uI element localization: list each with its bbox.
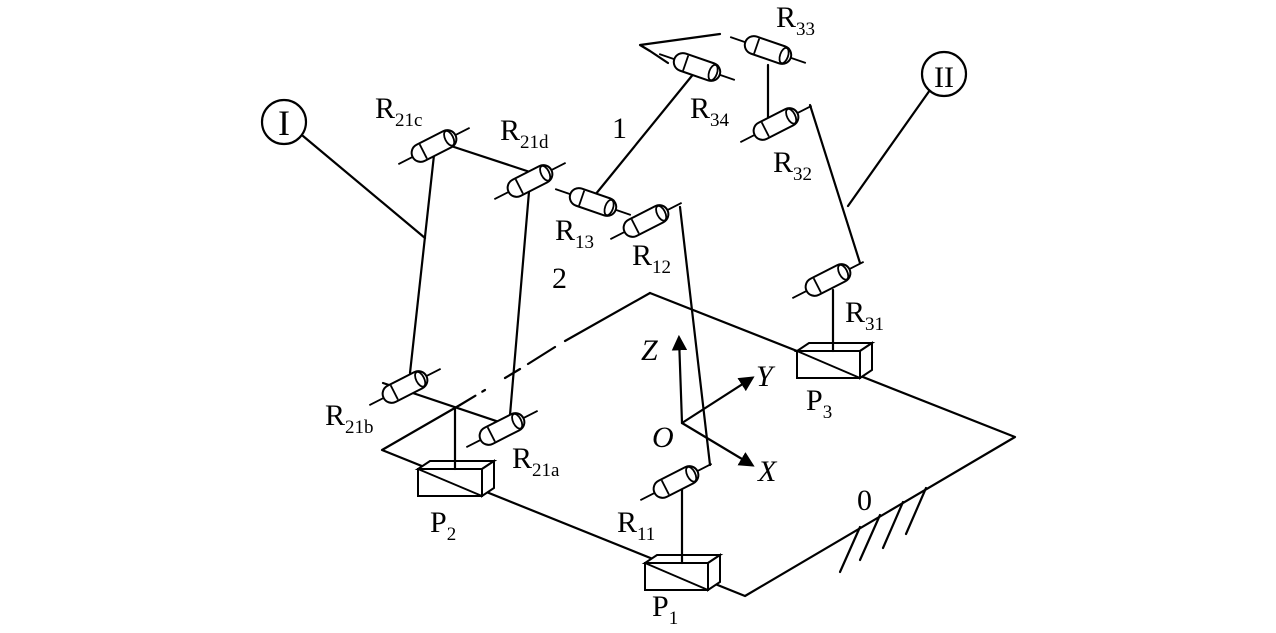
joint-r21b [364, 359, 446, 415]
label-r34: R34 [690, 92, 730, 131]
revolute-joints [364, 27, 869, 510]
joint-labels: R33 R34 R32 R31 R21c R21d R21b R21a R13 … [325, 1, 884, 629]
label-r21d: R21d [500, 114, 549, 153]
joint-r32 [735, 96, 817, 152]
label-link-1: 1 [612, 112, 627, 145]
axis-label-x: X [757, 455, 778, 488]
axis-label-origin: O [652, 421, 674, 454]
joint-r11 [635, 454, 717, 510]
label-r32: R32 [773, 146, 812, 185]
axis-labels: Z Y X O [641, 334, 778, 488]
axis-label-z: Z [641, 334, 658, 367]
label-r33: R33 [776, 1, 815, 40]
joint-r34 [655, 44, 739, 90]
label-p3: P3 [806, 384, 832, 423]
slider-p3 [793, 341, 876, 380]
label-r21a: R21a [512, 442, 560, 481]
circle-label-ii: II [920, 50, 968, 98]
label-r21c: R21c [375, 92, 422, 131]
label-r11: R11 [617, 506, 655, 545]
base-platform [380, 291, 1017, 598]
label-r31: R31 [845, 296, 884, 335]
label-r21b: R21b [325, 399, 374, 438]
coordinate-frame [671, 334, 755, 467]
label-r13: R13 [555, 214, 594, 253]
label-p1: P1 [652, 590, 678, 629]
slider-p2 [414, 459, 498, 498]
circle-label-i: I [260, 98, 308, 146]
label-p2: P2 [430, 506, 456, 545]
ground-hatch [838, 486, 928, 574]
axis-label-y: Y [756, 360, 776, 393]
circle-label-i-text: I [278, 103, 290, 143]
label-r12: R12 [632, 239, 671, 278]
label-ground-0: 0 [857, 484, 872, 517]
label-link-2: 2 [552, 262, 567, 295]
circle-label-ii-text: II [934, 61, 954, 94]
